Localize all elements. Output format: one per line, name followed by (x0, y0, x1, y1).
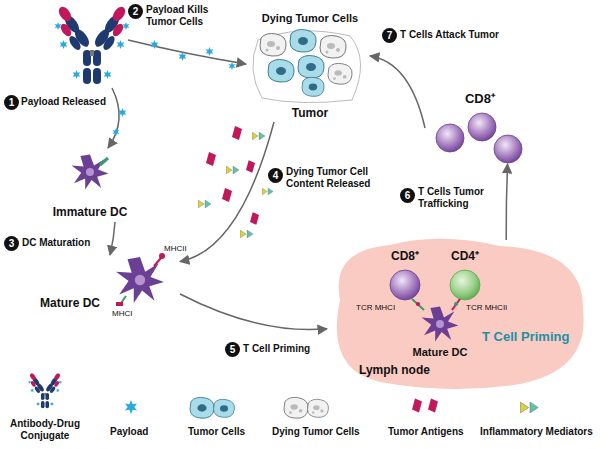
callout-number: 1 (4, 95, 19, 110)
callout-number: 5 (225, 342, 240, 357)
callout-number: 4 (268, 168, 283, 183)
step-label: Payload Released (21, 96, 106, 108)
step-label: MHCI (112, 309, 132, 318)
node-label: T Cell Priming (482, 330, 569, 345)
mature-dc: Mature DC (395, 304, 485, 362)
node-label: Dying Tumor Cells (250, 12, 370, 25)
node-label: CD8⁺ (445, 92, 515, 107)
node-label: Mature DC (40, 297, 100, 311)
step-label: DC Maturation (22, 237, 90, 249)
lymph-node: Lymph node T Cell PrimingMature DC CD8⁺ CD4… (327, 240, 583, 388)
cd8-t-cells: CD8⁺ (425, 92, 535, 164)
step-label: Payload Kills Tumor Cells (146, 4, 224, 27)
step-label: T Cell Priming (243, 343, 310, 355)
step-label: Dying Tumor Cell Content Released (286, 166, 376, 189)
legend-label: Tumor Antigens (388, 426, 464, 438)
flow-arrow (180, 122, 274, 262)
flow-arrow (370, 56, 425, 128)
mature-dc: Mature DC (40, 255, 180, 320)
node-label: CD4⁺ (440, 250, 490, 264)
callout-number: 6 (400, 188, 415, 203)
cd4-t-cell: CD4⁺ (440, 250, 490, 300)
callout-number: 2 (128, 4, 143, 19)
tumor-group: Dying Tumor CellsTumor (250, 12, 370, 122)
immature-dc: Immature DC (40, 150, 140, 222)
legend-label: Antibody-Drug Conjugate (5, 418, 85, 441)
flow-arrow (180, 294, 327, 330)
node-label: Lymph node (359, 364, 430, 378)
step-label: TCR MHCII (466, 303, 507, 312)
callout-number: 7 (382, 28, 397, 43)
step-label: TCR MHCI (356, 303, 395, 312)
step-label: T Cells Tumor Trafficking (418, 186, 493, 209)
node-label: Immature DC (40, 206, 140, 220)
legend-label: Dying Tumor Cells (272, 426, 360, 438)
step-label: T Cells Attack Tumor (400, 29, 499, 41)
flow-arrow (110, 222, 115, 255)
legend-label: Payload (110, 426, 148, 438)
cd8-t-cell: CD8⁺ (380, 250, 430, 300)
legend-label: Inflammatory Mediators (480, 426, 593, 438)
node-label: CD8⁺ (380, 250, 430, 264)
legend-label: Tumor Cells (188, 426, 245, 438)
flow-arrow (506, 164, 507, 240)
node-label: Mature DC (395, 346, 485, 359)
node-label: Tumor (250, 107, 370, 121)
step-label: MHCII (164, 244, 187, 253)
callout-number: 3 (4, 236, 19, 251)
